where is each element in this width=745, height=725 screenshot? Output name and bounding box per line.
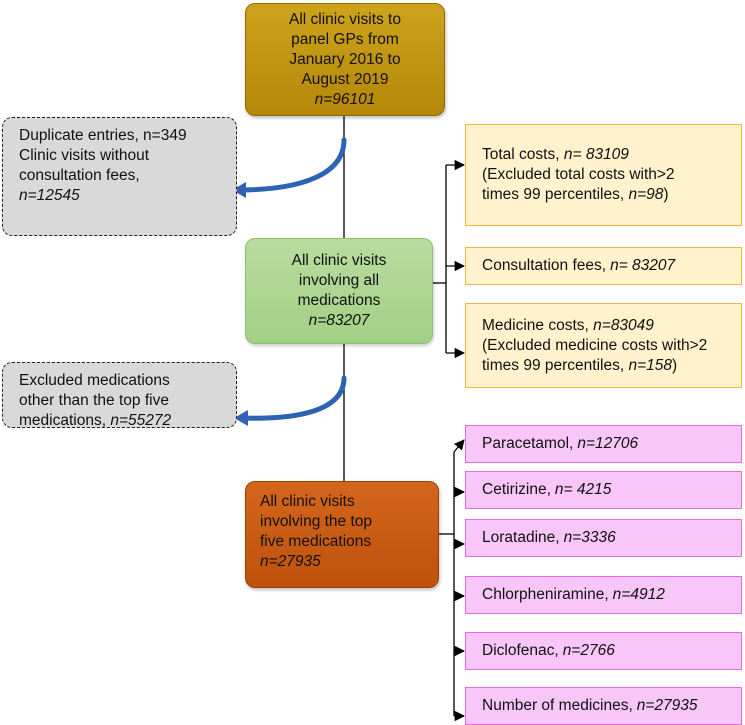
exclusion-2-line-1: Excluded medications xyxy=(19,372,170,389)
exclusion-arrow-2 xyxy=(237,375,347,421)
exclusion-2-n: n=55272 xyxy=(110,412,172,429)
medicine-costs-line-3-text: times 99 percentiles, xyxy=(482,356,629,374)
exclusion-1-n: n=12545 xyxy=(19,187,80,204)
medicine-costs-box: Medicine costs, n=83049 (Excluded medici… xyxy=(465,303,742,388)
all-medications-n: n=83207 xyxy=(308,312,370,329)
medication-n: n=3336 xyxy=(563,529,616,546)
top-five-n: n=27935 xyxy=(260,553,321,570)
total-costs-line-2: (Excluded total costs with>2 xyxy=(482,166,675,183)
medication-box-loratadine: Loratadine, n=3336 xyxy=(465,519,742,557)
exclusion-1-line-1: Duplicate entries, n=349 xyxy=(19,127,187,144)
medicine-costs-line-3: times 99 percentiles, n=158) xyxy=(482,356,733,376)
medication-label: Loratadine, xyxy=(482,529,560,546)
top-five-line-3: five medications xyxy=(260,533,372,550)
medication-label: Diclofenac, xyxy=(482,642,559,659)
consultation-fees-box: Consultation fees, n= 83207 xyxy=(465,247,742,285)
medication-box-paracetamol: Paracetamol, n=12706 xyxy=(465,425,742,463)
medication-box-diclofenac: Diclofenac, n=2766 xyxy=(465,632,742,670)
medicine-costs-line-1: Medicine costs, n=83049 xyxy=(482,316,733,336)
all-visits-n: n=96101 xyxy=(314,90,376,108)
total-costs-line-3-text: times 99 percentiles, xyxy=(482,186,629,203)
medication-n: n=27935 xyxy=(636,697,698,714)
medicine-costs-n: n=83049 xyxy=(593,316,654,334)
exclusion-2-line-3-text: medications, xyxy=(19,412,111,429)
exclusion-arrow-1-head xyxy=(232,182,246,198)
exclusion-1-line-3: consultation fees, xyxy=(19,167,140,184)
all-medications-line-1: All clinic visits xyxy=(291,252,387,269)
top-five-line-1: All clinic visits xyxy=(260,493,355,510)
total-costs-line-3: times 99 percentiles, n=98) xyxy=(482,185,733,205)
medication-box-number-of-medicines: Number of medicines, n=27935 xyxy=(465,687,742,725)
total-costs-n: n= 83109 xyxy=(563,146,629,163)
medication-box-cetirizine: Cetirizine, n= 4215 xyxy=(465,471,742,509)
total-costs-label: Total costs, xyxy=(482,146,564,163)
exclusion-arrow-2-head xyxy=(234,410,248,426)
exclusion-1-line-2: Clinic visits without xyxy=(19,147,150,164)
top-five-box: All clinic visits involving the top five… xyxy=(245,481,439,588)
medication-label: Number of medicines, xyxy=(482,697,633,714)
all-visits-line-4: August 2019 xyxy=(301,70,389,88)
medicine-costs-line-2: (Excluded medicine costs with>2 xyxy=(482,336,708,354)
exclusion-box-duplicates: Duplicate entries, n=349 Clinic visits w… xyxy=(2,117,237,236)
consultation-fees-n: n= 83207 xyxy=(610,257,676,274)
total-costs-line-1: Total costs, n= 83109 xyxy=(482,145,733,165)
medication-box-chlorpheniramine: Chlorpheniramine, n=4912 xyxy=(465,576,742,614)
exclusion-2-line-2: other than the top five xyxy=(19,392,169,409)
total-costs-line-3-close: ) xyxy=(663,186,669,203)
medication-n: n= 4215 xyxy=(554,481,612,498)
medication-n: n=2766 xyxy=(562,642,615,659)
all-medications-line-3: medications xyxy=(297,292,381,309)
total-costs-box: Total costs, n= 83109 (Excluded total co… xyxy=(465,124,742,226)
medicine-costs-label: Medicine costs, xyxy=(482,316,594,334)
exclusion-box-other-medications: Excluded medications other than the top … xyxy=(2,362,237,431)
medicine-costs-excluded-n: n=158 xyxy=(628,356,673,374)
top-five-line-2: involving the top xyxy=(260,513,373,530)
medication-label: Cetirizine, xyxy=(482,481,551,498)
all-visits-line-1: All clinic visits to xyxy=(289,10,401,28)
all-visits-box: All clinic visits to panel GPs from Janu… xyxy=(245,3,445,116)
medicine-costs-line-3-close: ) xyxy=(672,356,678,374)
exclusion-arrow-1 xyxy=(235,137,347,193)
consultation-fees-label: Consultation fees, xyxy=(482,257,607,274)
all-medications-line-2: involving all xyxy=(298,272,380,289)
total-costs-excluded-n: n=98 xyxy=(628,186,664,203)
all-visits-line-2: panel GPs from xyxy=(291,30,399,48)
exclusion-2-line-3: medications, n=55272 xyxy=(19,411,226,431)
medication-n: n=12706 xyxy=(577,435,639,452)
medication-label: Paracetamol, xyxy=(482,435,574,452)
medication-label: Chlorpheniramine, xyxy=(482,586,609,603)
all-visits-line-3: January 2016 to xyxy=(289,50,401,68)
medication-n: n=4912 xyxy=(612,586,665,603)
all-medications-box: All clinic visits involving all medicati… xyxy=(245,238,433,344)
